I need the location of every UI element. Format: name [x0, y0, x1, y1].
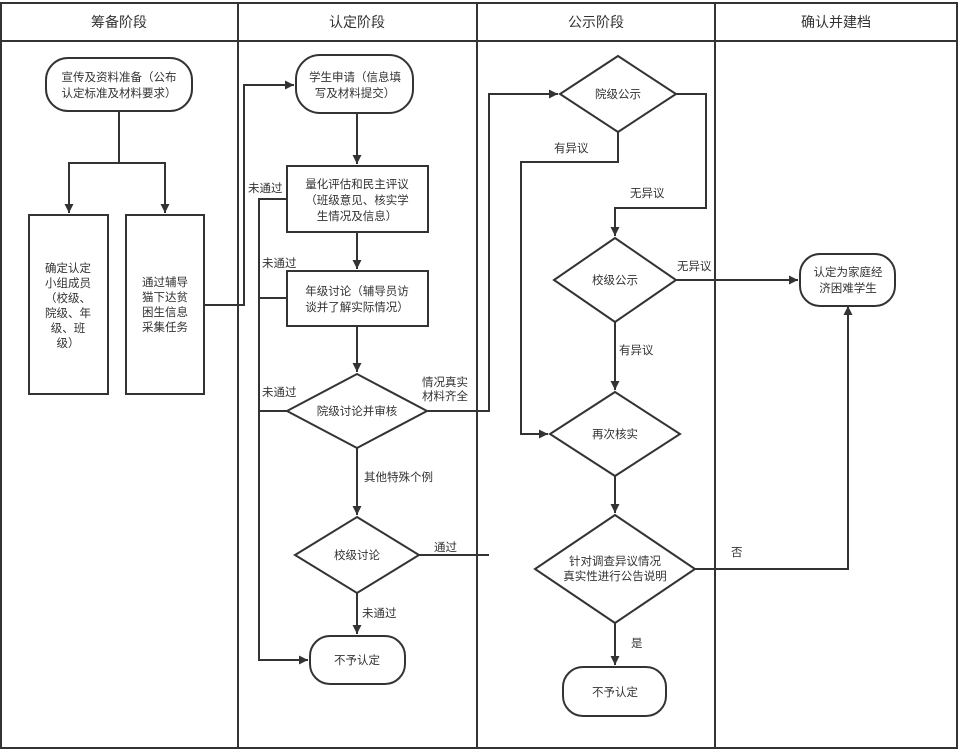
svg-text:生情况及信息）: 生情况及信息） — [317, 209, 398, 223]
node-recheck: 再次核实 — [548, 390, 682, 478]
svg-text:针对调查异议情况: 针对调查异议情况 — [569, 554, 661, 568]
svg-text:采集任务: 采集任务 — [142, 320, 188, 334]
edge-label-no-objection: 无异议 — [677, 259, 712, 273]
svg-text:量化评估和民主评议: 量化评估和民主评议 — [305, 177, 409, 191]
svg-text:认定标准及材料要求）: 认定标准及材料要求） — [62, 86, 177, 100]
svg-text:真实性进行公告说明: 真实性进行公告说明 — [563, 569, 667, 583]
edge-label-fail: 未通过 — [262, 385, 297, 399]
svg-text:猫下达贫: 猫下达贫 — [142, 290, 188, 304]
svg-text:通过辅导: 通过辅导 — [142, 275, 188, 289]
svg-text:（班级意见、核实学: （班级意见、核实学 — [305, 193, 409, 207]
edge-label-special-case: 其他特殊个例 — [364, 470, 433, 484]
lane-header-confirm: 确认并建档 — [801, 15, 871, 31]
svg-text:确定认定: 确定认定 — [45, 261, 91, 275]
svg-text:级）: 级） — [57, 336, 80, 350]
edge-assign-to-apply — [204, 80, 294, 306]
node-student-apply: 学生申请（信息填 写及材料提交） — [295, 54, 414, 114]
node-school-public: 校级公示 — [552, 236, 678, 324]
edge-fail-bus-to-reject — [258, 198, 308, 665]
svg-text:校级公示: 校级公示 — [592, 273, 638, 287]
node-confirmed: 认定为家庭经 济困难学生 — [799, 253, 896, 307]
svg-text:小组成员: 小组成员 — [45, 276, 91, 290]
svg-text:谈并了解实际情况）: 谈并了解实际情况） — [305, 300, 409, 314]
edge-college-public-no-objection — [610, 93, 707, 236]
node-school-discuss: 校级讨论 — [293, 515, 421, 595]
svg-text:济困难学生: 济困难学生 — [819, 281, 877, 295]
edge-prep-to-assign-task — [119, 162, 170, 213]
edge-label-verified: 情况真实 — [422, 375, 468, 389]
lane-header-review: 认定阶段 — [329, 15, 385, 31]
edge-label-fail: 未通过 — [248, 181, 283, 195]
svg-text:学生申请（信息填: 学生申请（信息填 — [309, 70, 401, 84]
lane-header-prep: 筹备阶段 — [91, 14, 147, 31]
edge-label-yes: 是 — [631, 636, 643, 650]
svg-text:院级公示: 院级公示 — [595, 87, 641, 101]
nodes: 宣传及资料准备（公布 认定标准及材料要求） 确定认定 小组成员 （校级、 院级、… — [28, 54, 896, 717]
edge-label-no-objection: 无异议 — [630, 186, 665, 200]
svg-text:宣传及资料准备（公布: 宣传及资料准备（公布 — [62, 70, 177, 84]
svg-text:不予认定: 不予认定 — [334, 653, 380, 667]
edge-prep-to-form-group — [64, 111, 120, 213]
lane-headers: 筹备阶段 认定阶段 公示阶段 确认并建档 — [91, 14, 871, 31]
svg-text:院级、年: 院级、年 — [45, 306, 91, 320]
svg-text:再次核实: 再次核实 — [592, 427, 638, 441]
edge-label-fail: 未通过 — [262, 256, 297, 270]
edge-label-fail: 未通过 — [362, 606, 397, 620]
edge-label-no: 否 — [731, 545, 743, 559]
edge-label-verified: 材料齐全 — [422, 389, 468, 403]
edge-announce-no — [695, 306, 853, 570]
node-class-eval: 量化评估和民主评议 （班级意见、核实学 生情况及信息） — [286, 165, 429, 233]
edges — [64, 80, 853, 665]
svg-text:写及材料提交）: 写及材料提交） — [315, 86, 396, 100]
svg-text:年级讨论（辅导员访: 年级讨论（辅导员访 — [305, 284, 409, 298]
node-college-review: 院级讨论并审核 — [284, 372, 430, 450]
edge-label-objection: 有异议 — [619, 343, 654, 357]
svg-text:（校级、: （校级、 — [45, 291, 91, 305]
node-form-group: 确定认定 小组成员 （校级、 院级、年 级、班 级） — [28, 214, 109, 395]
node-reject-2: 不予认定 — [562, 666, 667, 717]
svg-text:院级讨论并审核: 院级讨论并审核 — [317, 404, 398, 418]
lane-header-publicize: 公示阶段 — [568, 15, 624, 31]
node-announce: 针对调查异议情况 真实性进行公告说明 — [533, 513, 697, 625]
node-grade-discuss: 年级讨论（辅导员访 谈并了解实际情况） — [286, 270, 429, 327]
edge-labels: 未通过 未通过 未通过 情况真实 材料齐全 其他特殊个例 通过 未通过 有异议 … — [248, 141, 743, 650]
node-assign-task: 通过辅导 猫下达贫 困生信息 采集任务 — [125, 214, 205, 395]
edge-label-objection: 有异议 — [554, 141, 589, 155]
node-prep-publicity: 宣传及资料准备（公布 认定标准及材料要求） — [45, 57, 193, 112]
svg-text:困生信息: 困生信息 — [142, 305, 188, 319]
svg-text:不予认定: 不予认定 — [592, 685, 638, 699]
svg-text:认定为家庭经: 认定为家庭经 — [814, 265, 883, 279]
node-college-public: 院级公示 — [558, 54, 678, 134]
svg-text:级、班: 级、班 — [51, 321, 86, 335]
edge-college-review-to-college-public — [427, 89, 558, 412]
node-reject-1: 不予认定 — [309, 635, 406, 685]
edge-college-public-objection — [520, 132, 619, 439]
edge-label-pass: 通过 — [434, 540, 457, 554]
svg-text:校级讨论: 校级讨论 — [334, 548, 380, 562]
